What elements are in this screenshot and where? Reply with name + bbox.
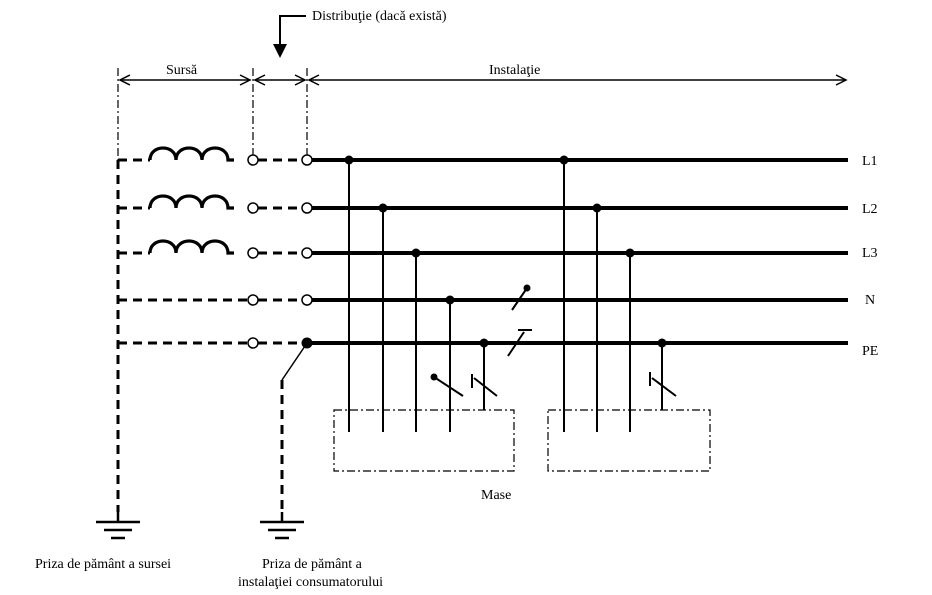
mass-enclosure-1 — [333, 409, 515, 472]
conductor-label-l3: L3 — [862, 246, 878, 261]
source-wiring — [116, 158, 250, 512]
source-earth-icon — [96, 512, 140, 540]
consumer-earth-label-line2: instalaţiei consumatorului — [238, 575, 383, 590]
consumer-earth-icon — [260, 512, 304, 540]
terminals — [247, 154, 313, 349]
conductor-label-pe: PE — [862, 344, 878, 359]
dimension-arrows: Sursă Instalaţie — [118, 63, 848, 86]
earth-symbols — [96, 512, 304, 540]
conductor-label-l2: L2 — [862, 202, 878, 217]
source-earth-label: Priza de pământ a sursei — [35, 557, 171, 572]
terminal-install-pe — [301, 337, 313, 349]
distribution-label: Distribuţie (dacă există) — [312, 9, 447, 24]
consumer-earth-lead — [280, 345, 306, 512]
terminal-install-l3 — [301, 247, 313, 259]
terminal-source-l3 — [247, 247, 259, 259]
consumer-earth-label-line1: Priza de pământ a — [262, 557, 363, 572]
source-label: Sursă — [166, 63, 198, 78]
equipment-1-taps — [344, 155, 489, 432]
source-windings — [148, 146, 234, 255]
conductor-labels: L1 L2 L3 N PE — [862, 154, 878, 359]
terminal-install-n — [301, 294, 313, 306]
zone-boundaries — [117, 68, 308, 160]
distribution-wiring — [258, 158, 303, 345]
terminal-install-l2 — [301, 202, 313, 214]
conductor-label-n: N — [865, 293, 875, 308]
terminal-source-n — [247, 294, 259, 306]
installation-label: Instalaţie — [489, 63, 540, 78]
conductor-label-l1: L1 — [862, 154, 878, 169]
distribution-callout: Distribuţie (dacă există) — [273, 9, 447, 58]
terminal-source-l2 — [247, 202, 259, 214]
terminal-install-l1 — [301, 154, 313, 166]
terminal-source-l1 — [247, 154, 259, 166]
terminal-source-pe — [247, 337, 259, 349]
winding-l2-icon — [148, 194, 234, 210]
winding-l1-icon — [148, 146, 234, 162]
masses-label: Mase — [481, 488, 511, 503]
equipment-2-taps — [559, 155, 667, 432]
busbars — [307, 158, 848, 345]
winding-l3-icon — [148, 239, 234, 255]
contact-symbols — [430, 284, 677, 397]
